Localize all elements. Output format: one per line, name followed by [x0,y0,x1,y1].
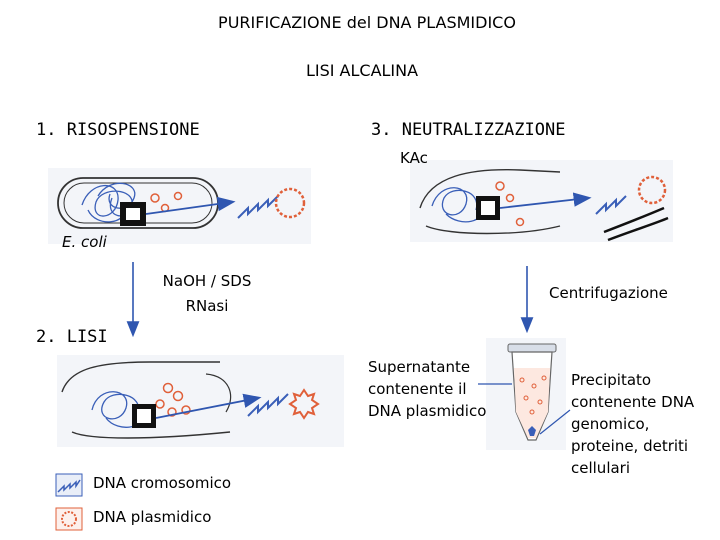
supernatant-line-3: DNA plasmidico [368,402,487,420]
precipitate-strands [603,206,669,242]
legend-plasmid-icon [55,507,83,531]
legend-chromosomal-icon [55,473,83,497]
plasmid-icon [150,193,160,203]
kac-label: KAc [400,149,428,167]
step-2-label: 2. LISI [36,327,108,347]
zoom-arrow [155,393,262,419]
pellet-line-4: proteine, detriti [571,437,689,455]
pellet-line-5: cellulari [571,459,631,477]
chromosomal-dna-detail [595,195,627,215]
pellet-pointer [539,409,571,435]
page-subtitle: LISI ALCALINA [305,61,419,80]
chromosomal-dna-detail [237,195,279,219]
chromosomal-dna-tangle [431,187,483,223]
zoom-arrow [145,196,236,215]
denatured-plasmid-icon [288,388,320,420]
pellet-line-1: Precipitato [571,371,652,389]
pellet-line-3: genomico, [571,415,650,433]
centrifugation-label: Centrifugazione [549,284,668,302]
ecoli-cell [57,177,306,229]
lysed-cell [61,361,320,439]
neutralization-panel [410,160,673,242]
neutralized-cell [419,169,669,242]
ecoli-label: E. coli [62,233,107,251]
chromosomal-dna-detail [247,393,289,417]
supernatant-line-2: contenente il [368,380,467,398]
page-title: PURIFICAZIONE del DNA PLASMIDICO [218,13,516,32]
legend-plasmid-label: DNA plasmidico [93,508,212,526]
step-3-label: 3. NEUTRALIZZAZIONE [371,120,566,140]
step-1-label: 1. RISOSPENSIONE [36,120,200,140]
plasmid-detail-icon [637,175,667,205]
pellet-line-2: contenente DNA [571,393,695,411]
lysis-reagent-1: NaOH / SDS [162,272,252,290]
legend-chromosomal-label: DNA cromosomico [93,474,232,492]
supernatant-line-1: Supernatante [368,358,471,376]
zoom-arrow [499,192,592,209]
lysis-reagent-2: RNasi [185,297,229,315]
microcentrifuge-tube-icon [507,343,557,441]
plasmid-icon [173,191,183,201]
plasmid-detail-icon [274,187,306,219]
